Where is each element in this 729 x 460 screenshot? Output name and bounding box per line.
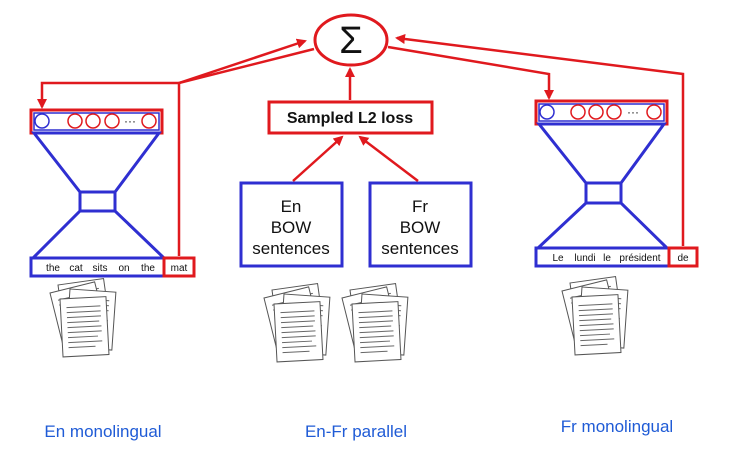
en-target-word: mat bbox=[171, 263, 188, 274]
en-bow-line-2: BOW bbox=[271, 218, 312, 237]
en-bow-box: En BOW sentences bbox=[239, 181, 344, 268]
caption-en-fr-parallel: En-Fr parallel bbox=[305, 422, 407, 441]
en-autoencoder: ··· the cat sits on the mat bbox=[29, 108, 196, 278]
en-word-4: on bbox=[118, 263, 129, 274]
fr-bow-box: Fr BOW sentences bbox=[368, 181, 473, 268]
fr-word-1: Le bbox=[552, 253, 564, 264]
en-word-3: sits bbox=[93, 263, 108, 274]
sum-to-en-embedding-arrow bbox=[37, 47, 315, 109]
fr-word-3: le bbox=[603, 253, 611, 264]
en-word-2: cat bbox=[69, 263, 83, 274]
en-embedding-unit bbox=[34, 113, 50, 129]
sum-node: Σ bbox=[313, 13, 389, 67]
loss-node: Sampled L2 loss bbox=[267, 100, 434, 135]
fr-word-4: président bbox=[619, 253, 660, 264]
fr-embedding-dots: ··· bbox=[627, 105, 639, 119]
en-bow-to-loss-arrow bbox=[292, 135, 344, 182]
fr-bow-line-2: BOW bbox=[400, 218, 441, 237]
sum-icon: Σ bbox=[339, 20, 363, 62]
caption-fr-monolingual: Fr monolingual bbox=[561, 417, 673, 436]
sum-to-fr-embedding-arrow bbox=[387, 45, 554, 100]
fr-autoencoder: ··· Le lundi le président de bbox=[534, 99, 699, 268]
fr-embedding-unit bbox=[539, 104, 555, 120]
loss-label: Sampled L2 loss bbox=[287, 110, 413, 127]
document-stack-icon bbox=[342, 284, 408, 362]
fr-bow-line-1: Fr bbox=[412, 197, 428, 216]
document-stack-icon bbox=[50, 279, 116, 357]
fr-bow-line-3: sentences bbox=[381, 239, 459, 258]
en-bow-line-1: En bbox=[281, 197, 302, 216]
en-embedding-dots: ··· bbox=[124, 114, 136, 128]
en-word-1: the bbox=[46, 263, 60, 274]
caption-en-monolingual: En monolingual bbox=[44, 422, 161, 441]
document-stack-icon bbox=[562, 277, 628, 355]
fr-word-2: lundi bbox=[574, 253, 595, 264]
fr-bow-to-loss-arrow bbox=[358, 135, 419, 182]
en-word-5: the bbox=[141, 263, 155, 274]
en-bow-line-3: sentences bbox=[252, 239, 330, 258]
document-stack-icon bbox=[264, 284, 330, 362]
fr-target-to-sum-arrow bbox=[395, 34, 685, 246]
fr-target-word: de bbox=[677, 253, 689, 264]
